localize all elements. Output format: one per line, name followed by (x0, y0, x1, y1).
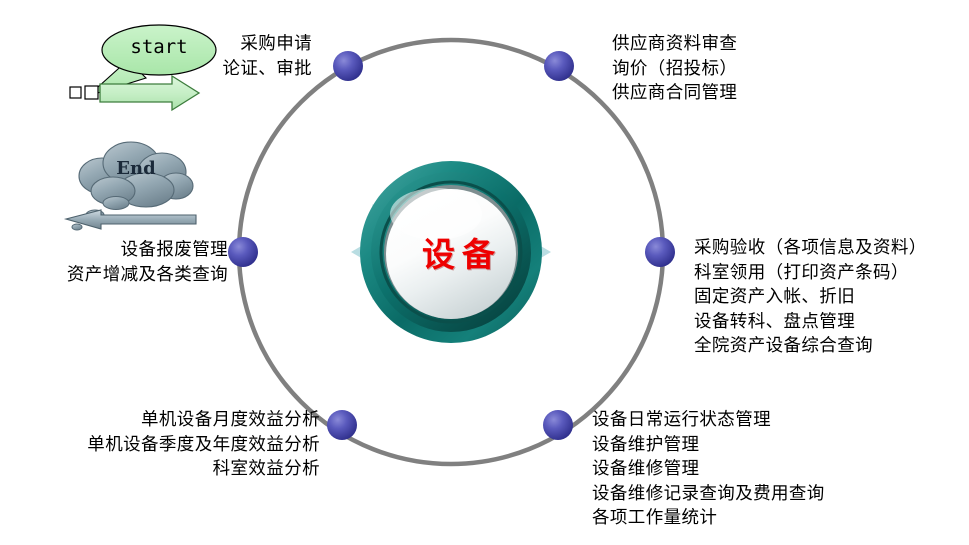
node-sphere-left[interactable] (228, 237, 258, 267)
end-callout-cloud (78, 141, 194, 208)
label-line: 各项工作量统计 (592, 508, 718, 528)
node-sphere-bottom-right[interactable] (543, 410, 573, 440)
label-line: 设备维护管理 (592, 434, 700, 455)
label-line: 固定资产入帐、折旧 (694, 287, 856, 307)
start-callout-bubble (101, 24, 217, 76)
start-arrow (99, 74, 201, 112)
label-line: 设备日常运行状态管理 (592, 410, 771, 430)
label-line: 科室效益分析 (212, 459, 320, 479)
label-line: 资产增减及各类查询 (66, 264, 228, 285)
label-line: 设备维修记录查询及费用查询 (592, 483, 825, 504)
label-line: 供应商资料审查 (612, 34, 738, 54)
label-line: 设备转科、盘点管理 (694, 311, 856, 332)
start-callout (69, 24, 217, 112)
label-line: 论证、审批 (222, 58, 312, 79)
label-line: 单机设备季度及年度效益分析 (87, 434, 320, 455)
label-line: 询价（招投标） (612, 58, 738, 79)
label-line: 全院资产设备综合查询 (694, 336, 873, 356)
start-square-1 (69, 86, 82, 99)
label-node-bottom-left: 单机设备月度效益分析单机设备季度及年度效益分析科室效益分析 (20, 408, 320, 482)
label-line: 采购验收（各项信息及资料） (694, 238, 927, 258)
start-square-2 (84, 85, 99, 100)
orbit-nodes (228, 51, 675, 440)
label-node-left: 设备报废管理资产增减及各类查询 (6, 238, 228, 287)
label-node-bottom-right: 设备日常运行状态管理设备维护管理设备维修管理设备维修记录查询及费用查询各项工作量… (592, 408, 922, 531)
end-callout-label: End (116, 158, 156, 179)
label-line: 单机设备月度效益分析 (141, 410, 320, 430)
node-sphere-top-right[interactable] (544, 51, 574, 81)
label-node-top-left: 采购申请论证、审批 (60, 32, 312, 81)
label-line: 供应商合同管理 (612, 83, 738, 103)
node-sphere-right[interactable] (645, 237, 675, 267)
center-hub (360, 161, 542, 343)
end-callout-bubble-small (71, 223, 83, 231)
end-callout-bubble-large (102, 196, 130, 210)
center-hub-label: 设备 (422, 235, 502, 274)
start-callout-label: start (130, 36, 188, 58)
node-sphere-bottom-left[interactable] (327, 410, 357, 440)
label-line: 设备报废管理 (120, 240, 228, 260)
label-line: 采购申请 (240, 34, 312, 54)
label-node-top-right: 供应商资料审查询价（招投标） 供应商合同管理 (612, 32, 942, 106)
label-line: 科室领用（打印资产条码） (694, 262, 909, 283)
node-sphere-top-left[interactable] (333, 51, 363, 81)
end-callout (63, 141, 197, 231)
label-line: 设备维修管理 (592, 459, 700, 479)
label-node-right: 采购验收（各项信息及资料） 科室领用（打印资产条码） 固定资产入帐、折旧设备转科、盘… (694, 236, 964, 359)
end-arrow (63, 209, 197, 230)
